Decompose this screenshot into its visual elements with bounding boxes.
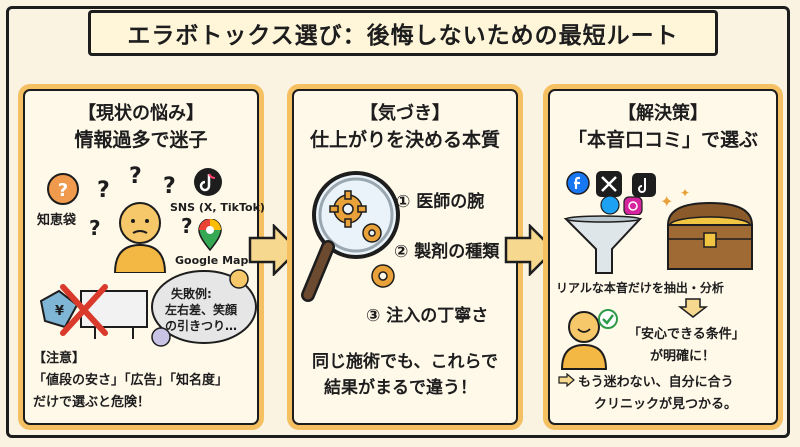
google-map-pin-icon — [198, 219, 222, 251]
source-chiebukuro-label: 知恵袋 — [37, 213, 77, 228]
panel-insight: 【気づき】 仕上がりを決める本質 ① 医師の腕 ② 製剤の種類 ③ 注入の丁寧さ… — [287, 84, 523, 430]
down-arrow-icon — [678, 298, 708, 318]
svg-text:?: ? — [89, 216, 101, 240]
chiebukuro-bubble-icon: ? — [47, 173, 79, 205]
twitter-bird-icon — [600, 195, 620, 215]
caution-title: 【注意】 — [33, 351, 86, 366]
page-title: エラボトックス選び：後悔しないための最短ルート — [65, 10, 741, 61]
failure-bubble-line3: の引きつり… — [165, 319, 238, 333]
flow-arrow-2 — [504, 224, 556, 276]
panel-insight-heading: 【気づき】 — [360, 103, 450, 124]
insight-summary-line2: 結果がまるで違う！ — [324, 378, 477, 398]
filter-funnel-icon — [564, 215, 643, 274]
tiktok-icon — [194, 168, 222, 196]
svg-text:?: ? — [58, 180, 68, 201]
magnifier-gears-icon — [301, 171, 400, 302]
svg-text:✦: ✦ — [660, 192, 673, 211]
right-arrow-icon — [558, 373, 575, 387]
caution-line2: だけで選ぶと危険！ — [33, 395, 151, 410]
result-line2: が明確に！ — [650, 349, 716, 364]
result-line3: もう迷わない、自分に合う — [578, 375, 734, 390]
funnel-caption: リアルな本音だけを抽出・分析 — [556, 281, 724, 295]
panel-problem-heading: 【現状の悩み】 — [78, 103, 204, 124]
insight-item-drug: ② 製剤の種類 — [394, 242, 500, 262]
source-sns-label: SNS (X, TikTok) — [170, 201, 265, 214]
question-marks-icon: ? ? ? ? ? — [89, 164, 193, 240]
result-line4: クリニックが見つかる。 — [594, 397, 738, 412]
treasure-chest-icon: ✦ ✦ — [660, 187, 754, 270]
price-tag-yen: ¥ — [55, 304, 64, 319]
insight-item-doctor: ① 医師の腕 — [396, 192, 485, 212]
facebook-icon — [566, 171, 590, 195]
source-google-label: Google Map — [175, 254, 249, 267]
panel-solution-subheading: 「本音口コミ」で選ぶ — [567, 129, 758, 151]
panel-problem-subheading: 情報過多で迷子 — [74, 129, 208, 151]
svg-text:?: ? — [163, 174, 176, 199]
gear-icon — [371, 264, 395, 288]
insight-summary-line1: 同じ施術でも、これらで — [312, 352, 498, 372]
caution-line1: 「値段の安さ」「広告」「知名度」 — [33, 373, 229, 388]
result-line1: 「安心できる条件」 — [628, 327, 745, 342]
svg-text:?: ? — [129, 164, 142, 189]
x-twitter-icon — [596, 171, 622, 197]
failure-bubble-shape — [151, 269, 257, 347]
instagram-icon — [623, 196, 643, 215]
confused-person-icon — [113, 202, 167, 273]
flow-arrow-1 — [248, 224, 300, 276]
panel-insight-subheading: 仕上がりを決める本質 — [309, 129, 500, 151]
insight-item-injection: ③ 注入の丁寧さ — [366, 306, 489, 326]
failure-bubble-line1: 失敗例: — [171, 287, 212, 301]
panel-solution: 【解決策】 「本音口コミ」で選ぶ ✦ ✦ — [543, 84, 783, 430]
price-tag-billboard-icon: ¥ — [39, 284, 148, 339]
failure-bubble-line2: 左右差、笑顔 — [165, 303, 238, 317]
tiktok-icon — [632, 173, 656, 197]
svg-text:✦: ✦ — [680, 187, 690, 200]
svg-text:?: ? — [97, 178, 110, 203]
panel-solution-heading: 【解決策】 — [618, 103, 708, 124]
panel-problem: 【現状の悩み】 情報過多で迷子 ? 知恵袋 ? ? ? ? ? SNS (X, … — [18, 84, 265, 430]
social-icons — [566, 171, 656, 215]
svg-text:?: ? — [181, 214, 193, 238]
happy-person-icon — [560, 309, 618, 370]
